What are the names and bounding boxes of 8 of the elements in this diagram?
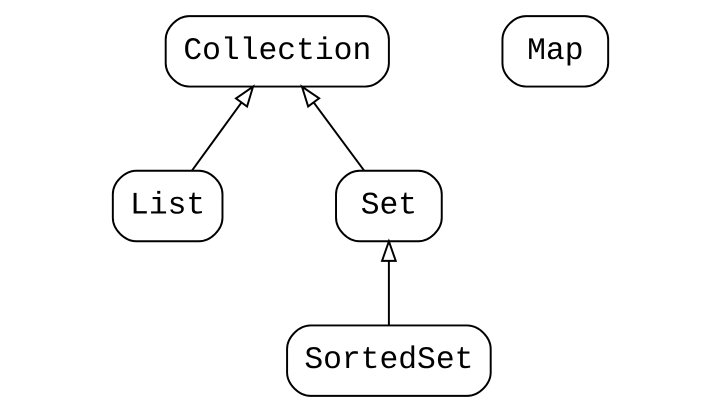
node-box: Set	[334, 170, 442, 242]
arrow	[190, 84, 254, 172]
node-box: Collection	[164, 15, 390, 88]
node-box: SortedSet	[286, 324, 492, 397]
arrow	[300, 84, 364, 172]
arrow	[380, 238, 397, 326]
node-box: Map	[500, 15, 609, 88]
node-box: List	[111, 170, 223, 242]
